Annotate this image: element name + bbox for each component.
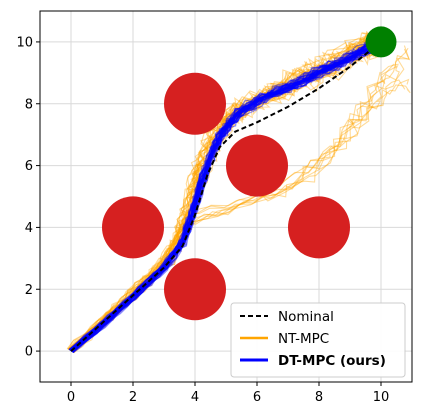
x-tick-label: 6 — [253, 390, 261, 405]
legend: Nominal NT-MPC DT-MPC (ours) — [230, 302, 406, 378]
axis-ticks: 0 2 4 6 8 10 0 2 4 6 8 10 — [16, 35, 389, 405]
axes-frame — [39, 10, 413, 383]
y-tick-label: 10 — [16, 35, 33, 50]
y-tick-label: 2 — [25, 283, 33, 298]
nt-mpc-run — [67, 34, 379, 350]
nt-mpc-run — [68, 31, 387, 351]
mean-trajectories — [70, 40, 382, 353]
nt-mpc-run — [68, 35, 374, 351]
obstacles — [102, 26, 397, 321]
y-tick-label: 8 — [25, 97, 33, 112]
legend-label-nominal: Nominal — [278, 309, 334, 325]
y-tick-label: 4 — [25, 221, 33, 236]
x-tick-label: 10 — [373, 390, 390, 405]
dt-mpc-run — [68, 38, 376, 351]
legend-label-nt-mpc: NT-MPC — [278, 331, 329, 347]
dt-mpc-run — [69, 38, 382, 351]
obstacle — [288, 196, 350, 259]
obstacle — [102, 196, 164, 259]
nt-mpc-run — [67, 32, 385, 350]
dt-mpc-run — [72, 46, 379, 353]
obstacle — [226, 134, 288, 197]
nt-mpc-run — [67, 30, 385, 350]
nt-mpc-run — [67, 35, 379, 350]
nominal-line — [70, 41, 382, 352]
dt-mpc-run — [68, 38, 379, 351]
obstacle — [164, 258, 226, 321]
nt-mpc-run — [70, 37, 390, 352]
dt-mpc-run — [68, 36, 380, 351]
nt-mpc-run — [67, 32, 380, 350]
x-tick-label: 2 — [129, 390, 137, 405]
nt-mpc-run — [67, 34, 373, 350]
y-tick-label: 6 — [25, 159, 33, 174]
nt-mpc-run — [68, 37, 389, 351]
nt-mpc-run — [71, 40, 385, 353]
dt-mpc-run — [68, 39, 376, 351]
y-tick-label: 0 — [25, 345, 33, 360]
x-tick-label: 8 — [315, 390, 323, 405]
nt-mpc-run — [69, 33, 386, 351]
x-tick-label: 0 — [67, 390, 75, 405]
nt-mpc-run — [67, 32, 379, 350]
nt-mpc-run — [67, 33, 381, 350]
nt-mpc-run — [67, 32, 385, 350]
dt-mpc-run — [68, 41, 377, 351]
x-tick-label: 4 — [191, 390, 199, 405]
nt-mpc-run — [66, 30, 374, 350]
obstacle — [164, 72, 226, 135]
legend-label-dt-mpc: DT-MPC (ours) — [278, 353, 386, 369]
goal-marker — [365, 26, 397, 58]
dt-mpc-run — [71, 43, 382, 353]
legend-box — [230, 302, 406, 378]
